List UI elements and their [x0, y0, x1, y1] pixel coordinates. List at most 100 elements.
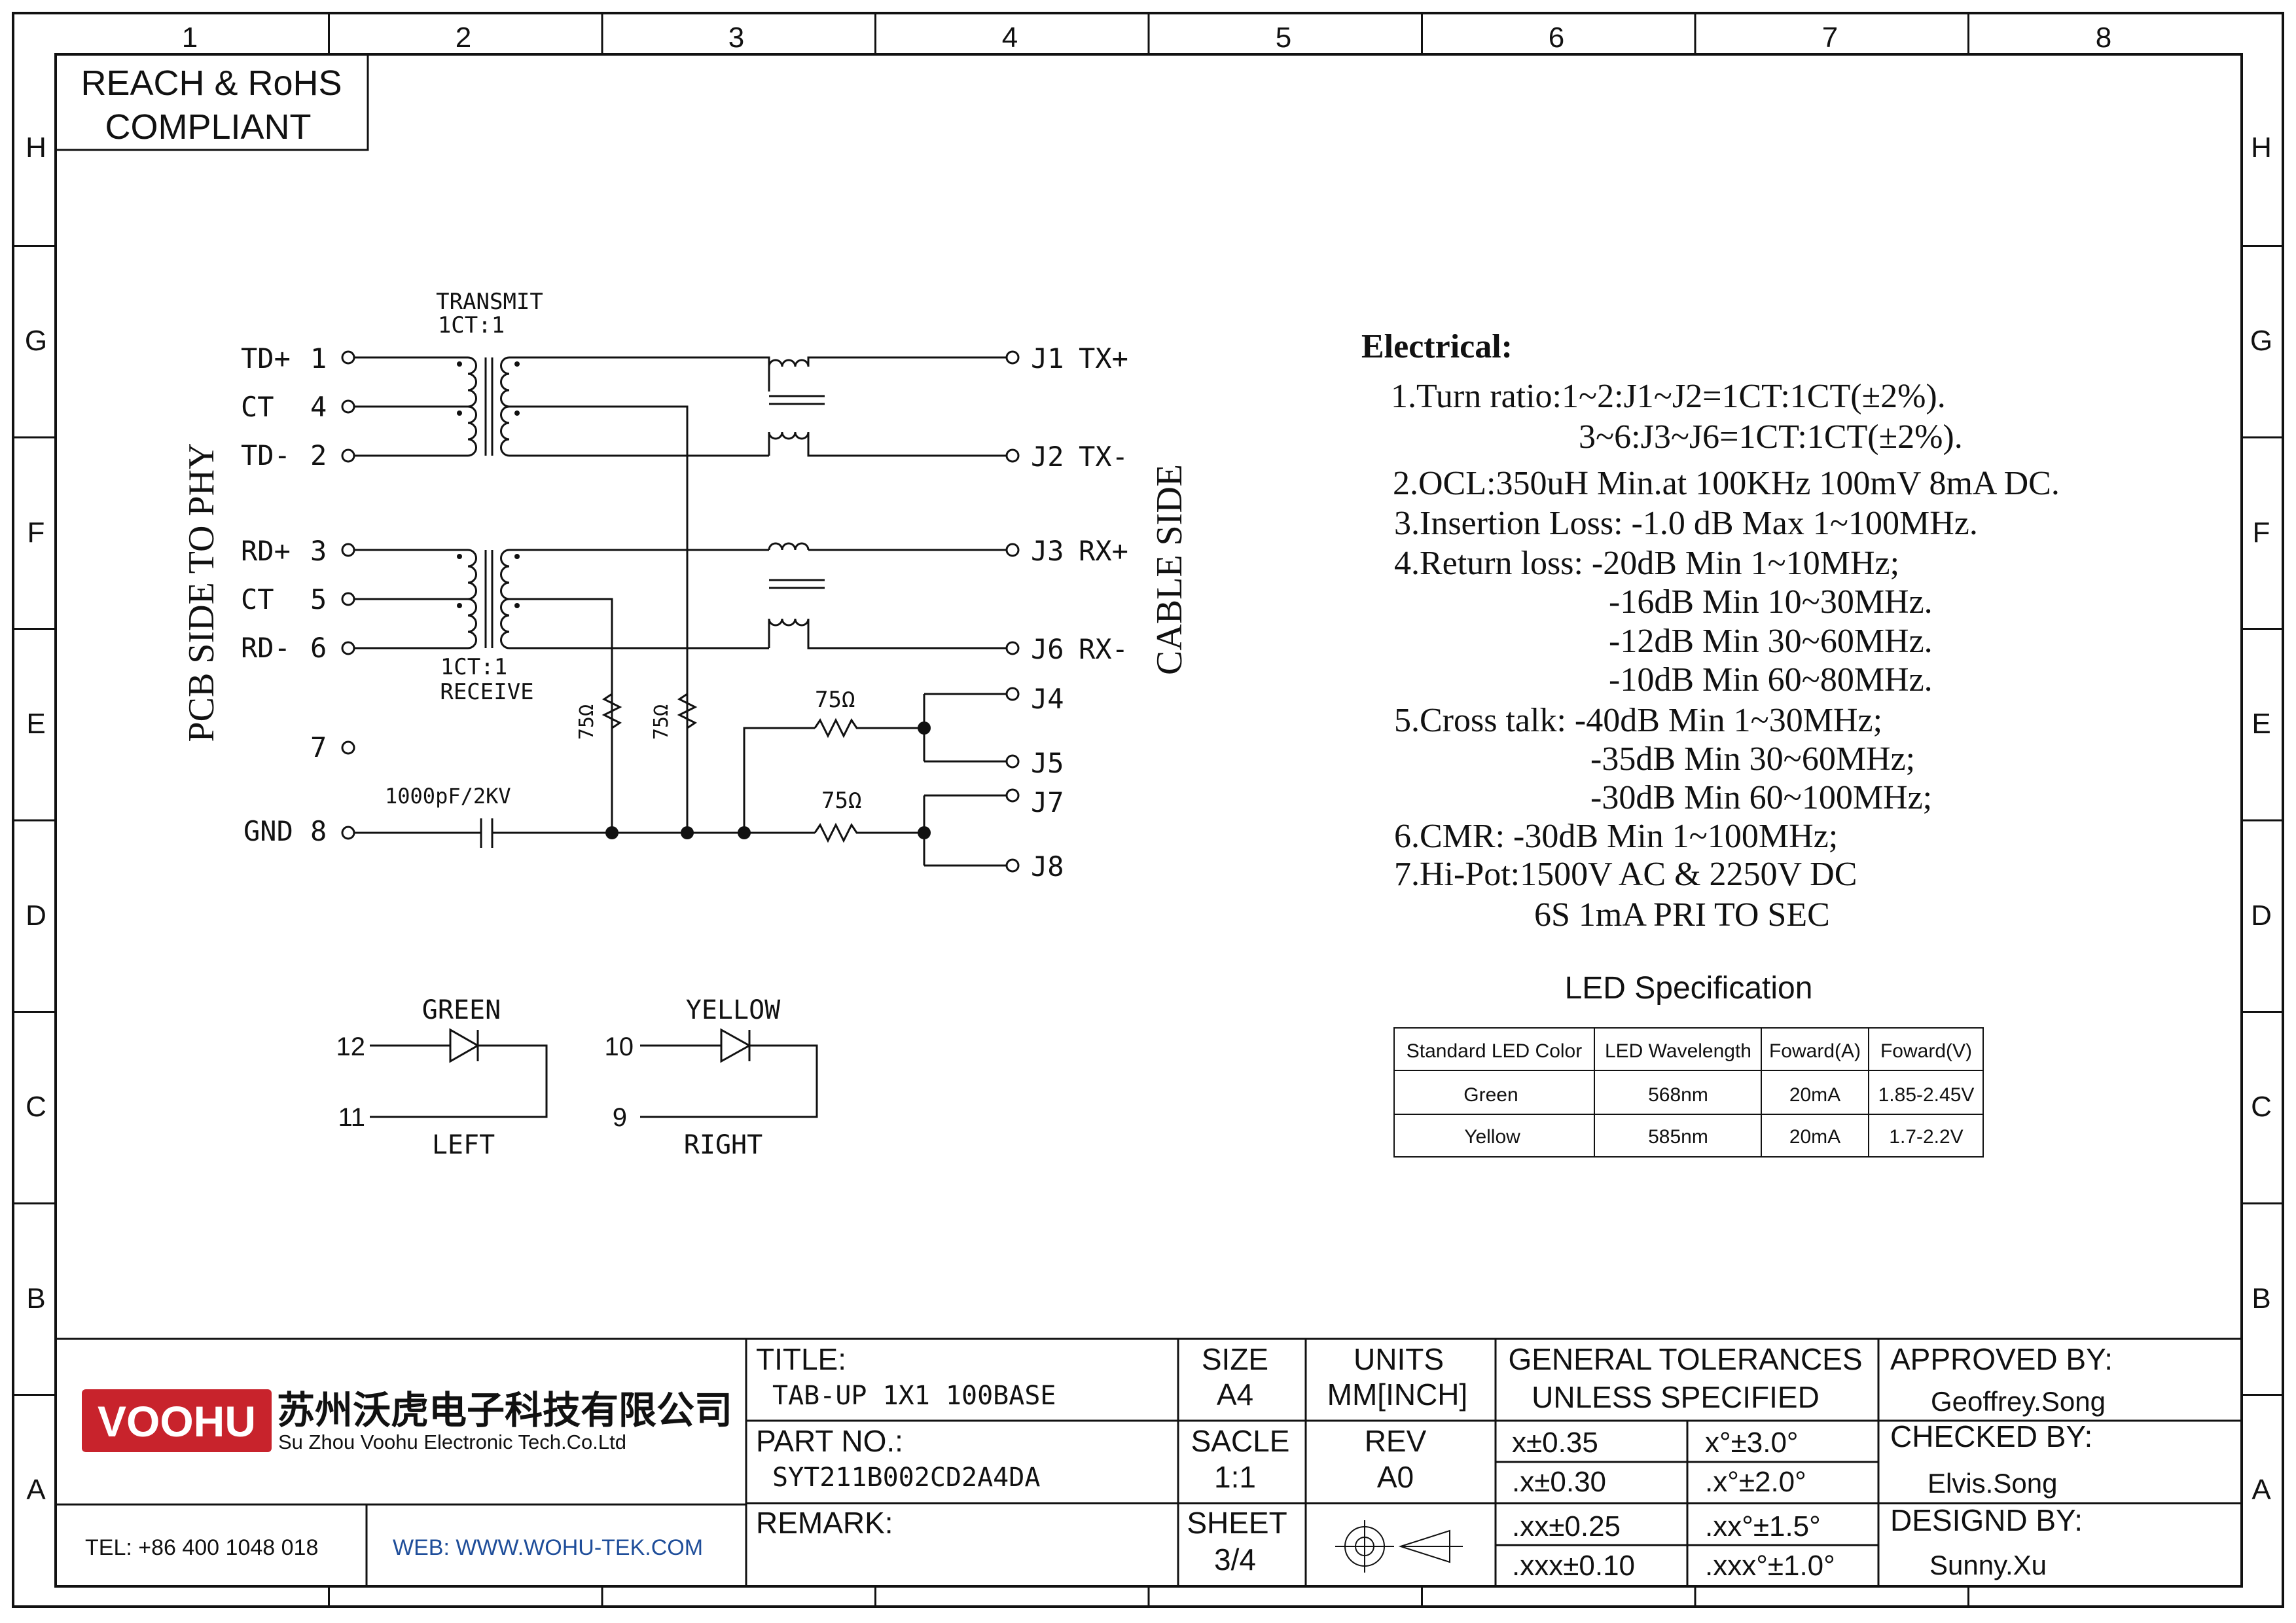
pin-signal: RX- — [1079, 633, 1128, 665]
approved-label: APPROVED BY: — [1890, 1342, 2113, 1376]
pin-number: 1 — [310, 342, 327, 374]
scale-value: 1:1 — [1214, 1460, 1256, 1494]
compliance-line-1: REACH & RoHS — [81, 64, 342, 103]
part-number-value: SYT211B002CD2A4DA — [772, 1463, 1040, 1493]
table-header: LED Wavelength — [1605, 1040, 1751, 1062]
designed-label: DESIGND BY: — [1890, 1503, 2083, 1537]
grid-row-label: B — [26, 1283, 45, 1315]
spec-line: -16dB Min 10~30MHz. — [1609, 583, 1933, 621]
company-name-en: Su Zhou Voohu Electronic Tech.Co.Ltd — [278, 1431, 626, 1453]
grid-row-label: F — [27, 517, 45, 549]
tolerance-linear: .xx±0.25 — [1512, 1510, 1621, 1542]
pin-signal: TX+ — [1079, 342, 1128, 374]
part-label: PART NO.: — [756, 1424, 903, 1458]
led-yellow: YELLOW 10 9 RIGHT — [605, 995, 818, 1160]
title-value: TAB-UP 1X1 100BASE — [772, 1381, 1056, 1411]
grid-row-label: H — [26, 132, 46, 164]
led-pin-number: 12 — [336, 1032, 366, 1061]
table-cell: 585nm — [1648, 1126, 1708, 1148]
company-name-cn: 苏州沃虎电子科技有限公司 — [277, 1389, 732, 1432]
transmit-transformer — [354, 356, 1008, 833]
title-block: VOOHU 苏州沃虎电子科技有限公司 Su Zhou Voohu Electro… — [56, 1338, 2242, 1586]
third-angle-projection-icon — [1335, 1520, 1463, 1573]
tolerance-angular: .x°±2.0° — [1705, 1466, 1806, 1498]
grid-columns-top: 1 2 3 4 5 6 7 8 — [182, 22, 2111, 54]
tolerance-title: GENERAL TOLERANCES — [1508, 1342, 1862, 1376]
sheet-value: 3/4 — [1214, 1542, 1256, 1577]
pin-signal: RX+ — [1079, 535, 1128, 567]
spec-line: 7.Hi-Pot:1500V AC & 2250V DC — [1394, 856, 1857, 893]
grid-row-label: G — [2250, 325, 2272, 357]
table-header: Foward(V) — [1880, 1040, 1972, 1062]
led-pin-number: 10 — [605, 1032, 634, 1061]
pin-number: 3 — [310, 535, 327, 567]
electrical-heading: Electrical: — [1361, 328, 1513, 365]
pin-name: J6 — [1031, 633, 1064, 665]
size-label: SIZE — [1202, 1342, 1268, 1376]
grid-row-label: E — [26, 708, 45, 740]
led-spec-title: LED Specification — [1565, 971, 1813, 1006]
rev-label: REV — [1365, 1424, 1427, 1458]
grid-column-label: 2 — [456, 22, 471, 54]
pcb-side-label: PCB SIDE TO PHY — [181, 443, 222, 742]
resistor-label: 75Ω — [815, 687, 855, 713]
size-value: A4 — [1217, 1377, 1253, 1412]
grid-row-label: C — [26, 1091, 46, 1123]
resistor-label: 75Ω — [650, 704, 673, 740]
table-cell: 1.85-2.45V — [1878, 1084, 1975, 1106]
receive-label: RECEIVE — [440, 679, 533, 705]
spec-line: 5.Cross talk: -40dB Min 1~30MHz; — [1394, 702, 1882, 739]
approved-value: Geoffrey.Song — [1931, 1386, 2106, 1417]
web-text: WEB: WWW.WOHU-TEK.COM — [393, 1535, 703, 1560]
title-label: TITLE: — [756, 1342, 846, 1376]
left-pins: TD+ 1 CT 4 TD- 2 RD+ 3 CT 5 RD- 6 7 GND … — [241, 342, 327, 847]
pin-name: CT — [241, 583, 274, 615]
grid-row-label: A — [26, 1474, 46, 1506]
pin-number: 2 — [310, 439, 327, 471]
tel-text: TEL: +86 400 1048 018 — [85, 1535, 318, 1560]
spec-line: 3.Insertion Loss: -1.0 dB Max 1~100MHz. — [1394, 505, 1978, 542]
resistor-label: 75Ω — [575, 704, 598, 740]
table-header: Foward(A) — [1769, 1040, 1861, 1062]
grid-column-label: 7 — [1822, 22, 1838, 54]
grid-row-label: D — [26, 900, 46, 932]
pin-name: TD+ — [241, 342, 291, 374]
grid-row-label: F — [2253, 517, 2270, 549]
table-cell: 568nm — [1648, 1084, 1708, 1106]
tolerance-angular: .xx°±1.5° — [1705, 1510, 1821, 1542]
sheet-label: SHEET — [1187, 1506, 1287, 1540]
pin-name: RD+ — [241, 535, 291, 567]
rev-value: A0 — [1377, 1460, 1414, 1494]
table-cell: 1.7-2.2V — [1889, 1126, 1963, 1148]
table-cell: Yellow — [1464, 1126, 1520, 1148]
pin-name: J1 — [1031, 342, 1064, 374]
receive-ratio: 1CT:1 — [440, 654, 507, 680]
pin-name: GND — [243, 815, 293, 847]
grid-column-label: 3 — [728, 22, 744, 54]
grid-column-label: 4 — [1002, 22, 1018, 54]
grid-row-label: E — [2251, 708, 2270, 740]
tolerance-angular: .xxx°±1.0° — [1705, 1550, 1835, 1582]
grid-row-label: C — [2251, 1091, 2272, 1123]
company-logo: VOOHU 苏州沃虎电子科技有限公司 Su Zhou Voohu Electro… — [82, 1389, 732, 1453]
checked-label: CHECKED BY: — [1890, 1419, 2092, 1453]
logo-text: VOOHU — [98, 1397, 256, 1446]
pin-number: 4 — [310, 391, 327, 423]
compliance-line-2: COMPLIANT — [105, 107, 311, 147]
table-cell: 20mA — [1789, 1084, 1840, 1106]
transmit-label: TRANSMIT — [436, 289, 543, 315]
led-pin-number: 11 — [338, 1103, 365, 1132]
tolerance-angular: x°±3.0° — [1705, 1427, 1799, 1459]
spec-line: 4.Return loss: -20dB Min 1~10MHz; — [1394, 545, 1899, 582]
grid-column-label: 6 — [1549, 22, 1564, 54]
grid-row-label: B — [2251, 1283, 2270, 1315]
spec-line: 1.Turn ratio:1~2:J1~J2=1CT:1CT(±2%). — [1391, 378, 1946, 415]
grid-row-label: G — [25, 325, 47, 357]
tolerance-linear: .x±0.30 — [1512, 1466, 1606, 1498]
spec-line: -35dB Min 30~60MHz; — [1590, 740, 1915, 778]
pin-name: J5 — [1031, 747, 1064, 779]
led-position-label: LEFT — [432, 1130, 495, 1160]
pin-name: CT — [241, 391, 274, 423]
spec-line: 3~6:J3~J6=1CT:1CT(±2%). — [1579, 418, 1963, 456]
